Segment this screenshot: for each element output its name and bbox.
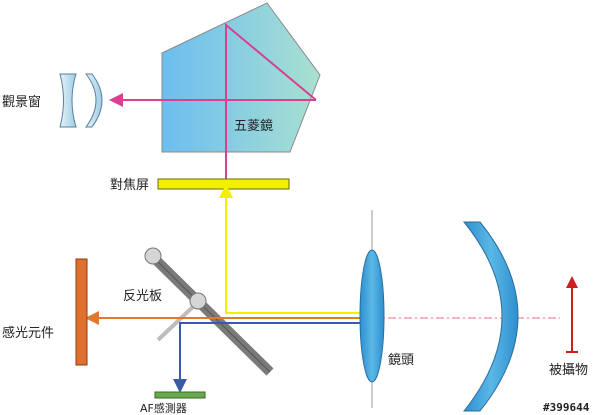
- label-reflex-mirror: 反光板: [123, 289, 162, 304]
- watermark: #399644: [543, 401, 590, 414]
- label-focusing-screen: 對焦屏: [110, 178, 149, 193]
- pentaprism: [161, 2, 321, 153]
- label-af-sensor: AF感測器: [140, 401, 187, 415]
- label-subject: 被攝物: [549, 362, 588, 378]
- meniscus-lens: [462, 221, 519, 412]
- eyepiece-lens-2: [84, 73, 103, 128]
- prism-light-path: [225, 22, 317, 180]
- image-sensor: [75, 258, 88, 366]
- af-sensor: [154, 391, 206, 399]
- yellow-light-path: [219, 184, 370, 314]
- reflex-mirror-edge: [152, 256, 271, 373]
- blue-light-path: [173, 322, 370, 393]
- subject-arrow-head: [566, 276, 578, 288]
- sub-mirror: [156, 300, 200, 342]
- label-sensor: 感光元件: [2, 325, 54, 341]
- label-pentaprism: 五菱鏡: [234, 119, 273, 134]
- focusing-screen: [157, 178, 290, 190]
- lens-element: [359, 249, 385, 383]
- label-lens: 鏡頭: [388, 353, 414, 368]
- eyepiece-lens-1: [59, 73, 77, 128]
- mirror-pivot-lower: [189, 292, 207, 310]
- mirror-pivot-top: [144, 247, 162, 265]
- label-viewfinder: 觀景窗: [2, 94, 41, 110]
